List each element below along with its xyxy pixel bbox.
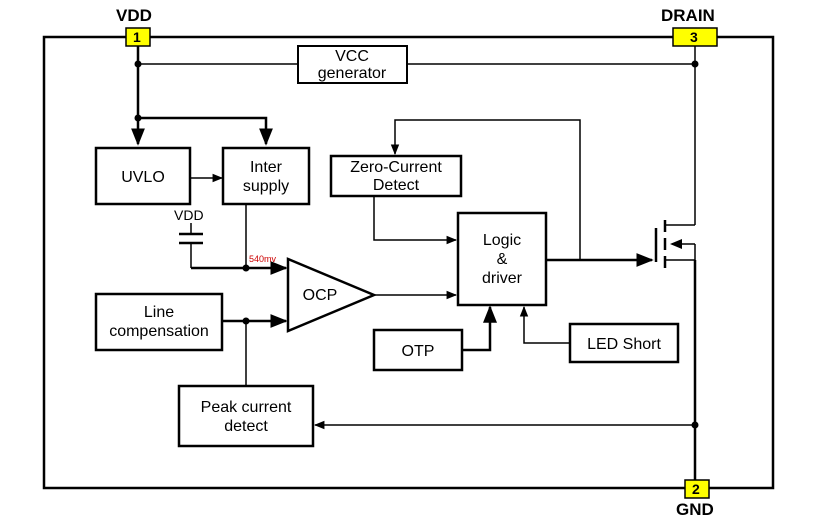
wire-otp-logic <box>462 305 497 352</box>
line-compensation-block: Line compensation <box>94 292 224 352</box>
svg-text:Inter: Inter <box>250 159 283 176</box>
junction-dot <box>134 114 142 122</box>
pin-vdd-number: 1 <box>133 29 141 45</box>
led-short-block: LED Short <box>568 322 680 364</box>
wire-logic-zcd-feedback <box>390 119 581 260</box>
svg-text:Logic: Logic <box>483 232 521 249</box>
svg-text:LED Short: LED Short <box>587 336 661 353</box>
inter-supply-block: Inter supply <box>221 146 311 206</box>
svg-text:OCP: OCP <box>303 287 338 304</box>
junction-dot <box>691 60 699 68</box>
pin-gnd-box <box>684 479 710 499</box>
svg-text:detect: detect <box>224 418 268 435</box>
svg-text:driver: driver <box>482 270 523 287</box>
pin-gnd-number: 2 <box>692 481 700 497</box>
ocp-comparator: OCP <box>286 257 378 333</box>
svg-text:&: & <box>497 251 508 268</box>
svg-text:generator: generator <box>318 65 387 82</box>
svg-text:Line: Line <box>144 304 174 321</box>
svg-text:Zero-Current: Zero-Current <box>350 159 442 176</box>
pin-drain-label: DRAIN <box>661 6 715 25</box>
uvlo-block: UVLO <box>94 146 192 206</box>
svg-text:supply: supply <box>243 178 289 195</box>
wire-zcd-logic <box>373 196 458 245</box>
wire-ledshort-logic <box>519 305 570 344</box>
junction-dot <box>242 264 250 272</box>
pin-drain-number: 3 <box>690 29 698 45</box>
zero-current-detect-block: Zero-Current Detect <box>329 154 463 198</box>
otp-block: OTP <box>372 328 464 372</box>
junction-dot <box>134 60 142 68</box>
mosfet-arrow <box>670 239 682 249</box>
svg-text:UVLO: UVLO <box>121 169 165 186</box>
pin-gnd-label: GND <box>676 500 714 519</box>
peak-current-detect-block: Peak current detect <box>177 384 315 448</box>
pin-vdd-label: VDD <box>116 6 152 25</box>
wire-to-inter-supply <box>138 116 273 146</box>
chip-outline <box>42 35 775 490</box>
junction-dot <box>242 317 250 325</box>
logic-driver-block: Logic & driver <box>456 211 548 307</box>
svg-text:VCC: VCC <box>335 48 369 65</box>
junction-dot <box>691 421 699 429</box>
ref-voltage-label: 540mv <box>249 254 277 264</box>
vcc-generator-block: VCC generator <box>297 45 408 84</box>
svg-text:compensation: compensation <box>109 323 209 340</box>
svg-text:OTP: OTP <box>402 343 435 360</box>
cap-vdd-label: VDD <box>174 207 204 223</box>
svg-text:Detect: Detect <box>373 177 420 194</box>
svg-text:Peak current: Peak current <box>201 399 292 416</box>
